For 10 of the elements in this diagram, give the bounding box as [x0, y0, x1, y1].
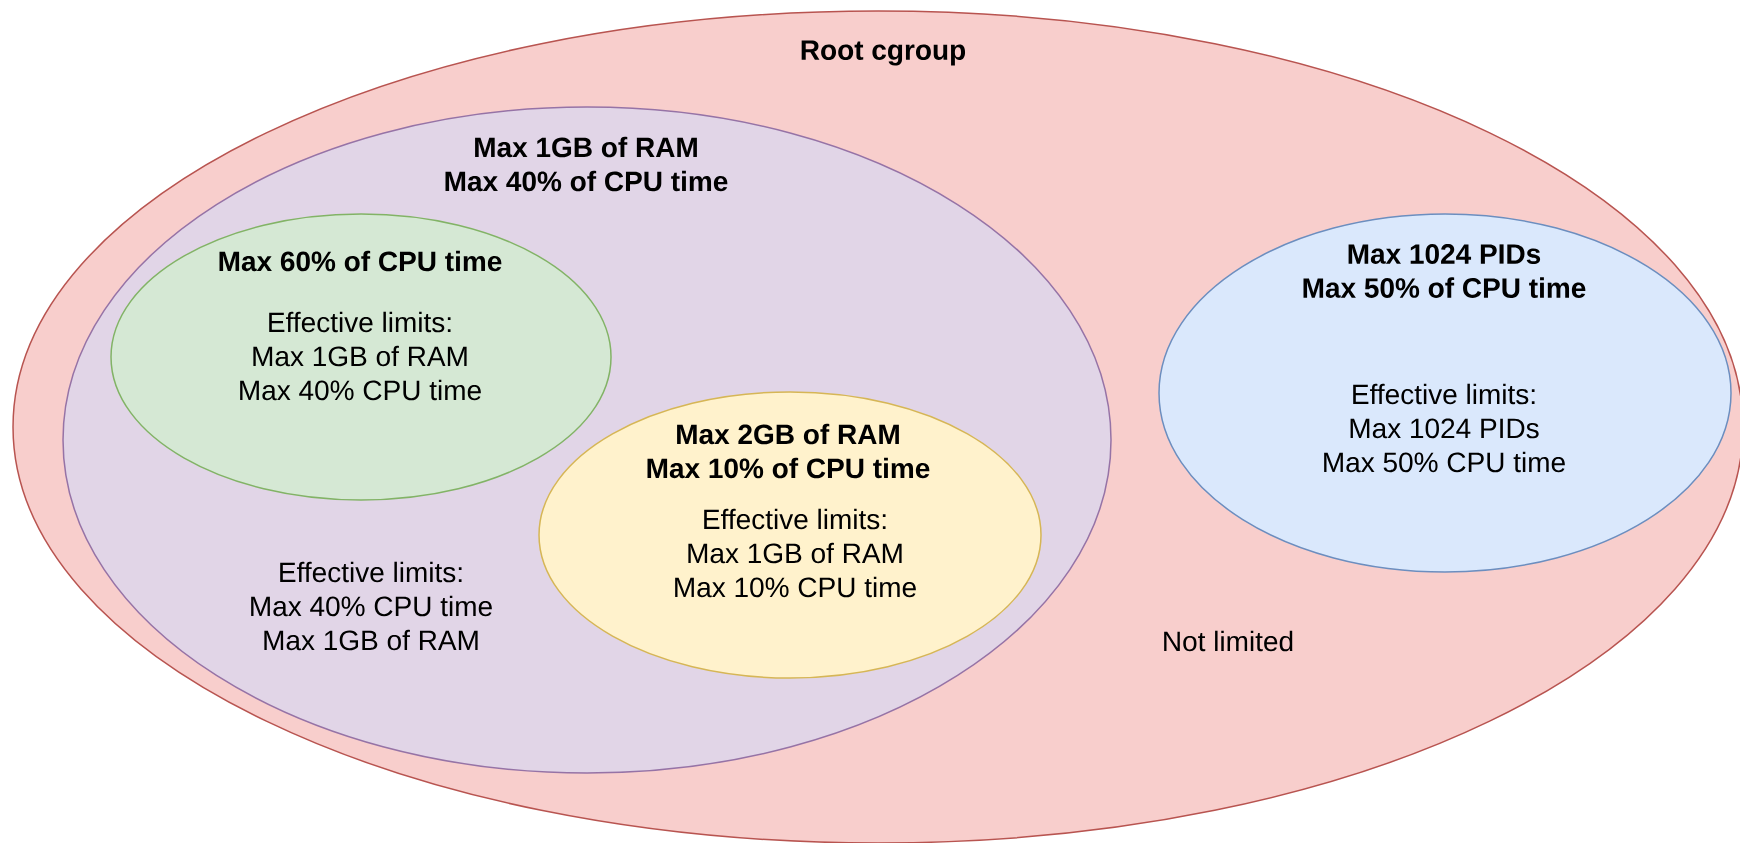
heading: Max 1GB of RAM Max 40% of CPU time: [445, 136, 728, 192]
limits-text: Not limited: [1164, 630, 1293, 652]
limits-text: Effective limits: Max 1024 PIDs Max 50% CPU time: [1324, 383, 1565, 473]
limits-text: Effective limits: Max 40% CPU time Max 1GB of RAM: [251, 561, 492, 651]
heading: Max 2GB of RAM Max 10% of CPU time: [647, 423, 930, 479]
heading: Root cgroup: [801, 40, 966, 66]
limits-text: Effective limits: Max 1GB of RAM Max 10% CPU time: [675, 508, 916, 598]
limits-text: Effective limits: Max 1GB of RAM Max 40% CPU time: [240, 311, 481, 401]
heading: Max 60% of CPU time: [219, 250, 502, 272]
heading: Max 1024 PIDs Max 50% of CPU time: [1303, 244, 1586, 298]
